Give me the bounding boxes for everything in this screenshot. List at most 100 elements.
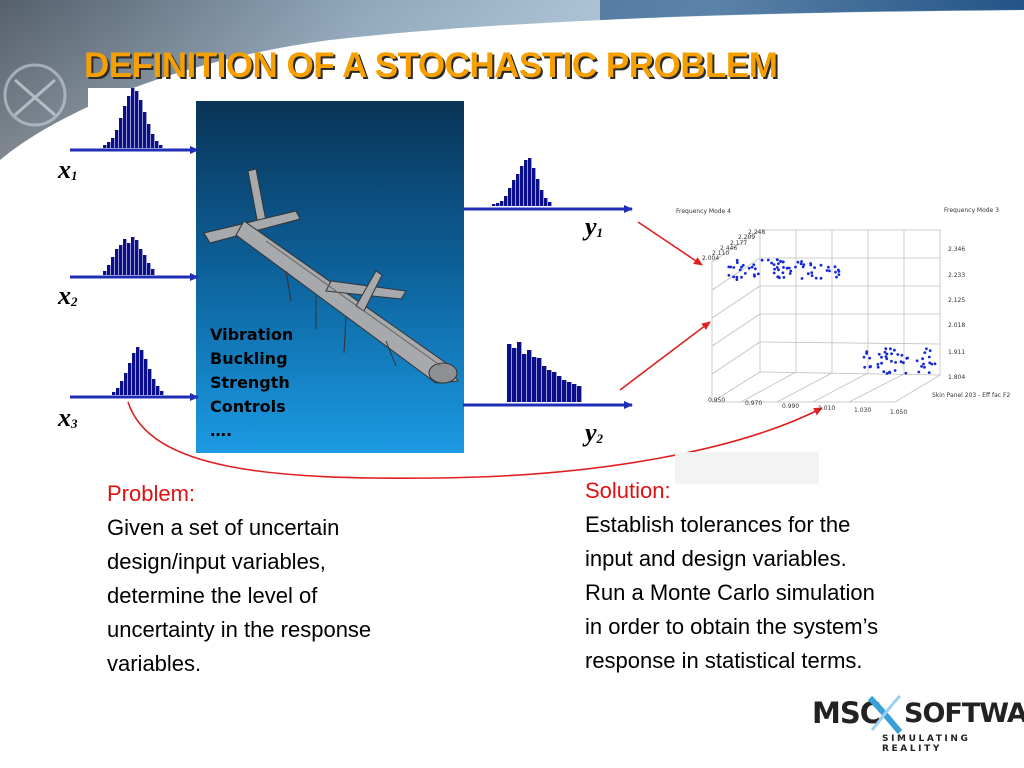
model-labels: Vibration Buckling Strength Controls …. [210,323,293,443]
scatter-point [890,359,893,363]
histogram-bar [160,391,164,395]
histogram-bar [140,350,144,395]
histogram-bar [156,386,160,395]
scatter-point [900,353,904,357]
scatter-point [930,362,934,366]
scatter-point [904,371,908,375]
histogram-bar [139,249,143,275]
scatter-point [735,261,739,264]
right-tick: 2.346 [948,246,966,253]
scatter-point [922,362,925,366]
scatter-point [789,269,793,273]
scatter-point [893,369,897,372]
aircraft-model-panel [196,101,464,453]
histogram-bar [115,249,119,275]
scatter-point [915,359,919,363]
histogram-bar [500,201,504,206]
scatter-right-label: Frequency Mode 3 [944,207,999,214]
scatter-point [727,265,731,269]
scatter-point [876,362,880,366]
histogram-y2 [507,342,582,402]
scatter-point [923,351,927,354]
scatter-point [917,370,921,374]
label-ellipsis: …. [210,421,233,440]
scatter-point [800,260,803,263]
histogram-bar [116,388,120,395]
scatter-plot-3d [711,229,941,403]
scatter-point [888,370,891,374]
scatter-point [828,269,831,273]
problem-line: determine the level of [107,583,318,608]
symbol: y [585,212,597,241]
right-tick: 1.911 [948,349,966,356]
scatter-point [865,350,869,354]
input-label-x2: x2 [58,281,78,311]
histogram-bar [492,204,496,206]
symbol: x [58,281,71,310]
histogram-bar [115,130,119,148]
scatter-point [753,267,757,271]
scatter-point [880,361,883,365]
scatter-point [885,372,889,375]
histogram-bar [107,142,111,148]
scatter-point [800,277,804,280]
scatter-point [882,370,886,373]
histogram-bar [552,372,557,402]
symbol: y [585,418,597,447]
left-tick: 2.110 [712,250,730,257]
input-arrows [70,146,199,401]
histogram-bar [143,255,147,275]
scatter-point [740,265,743,269]
scatter-point [893,348,896,352]
histogram-bar [512,348,517,402]
histogram-bar [517,342,522,402]
scatter-point [796,260,800,264]
problem-line: Given a set of uncertain [107,515,340,540]
scatter-point [787,266,791,270]
scatter-point [781,271,785,275]
histogram-bar [111,257,115,275]
histogram-bar [544,198,548,206]
solution-heading: Solution: [585,478,671,503]
histogram-bar [103,271,107,275]
scatter-point [775,266,779,269]
problem-heading: Problem: [107,481,196,506]
histogram-bar [516,174,520,206]
solution-line: in order to obtain the system’s [585,614,879,639]
histogram-bar [572,384,577,402]
scatter-point [933,362,937,366]
scatter-point [785,266,789,270]
histogram-bar [131,88,135,148]
msc-software-logo: MSC SOFTWARE SIMULATING REALITY [808,694,1024,754]
left-tick: 2.177 [730,240,748,247]
histogram-bar [496,203,500,206]
histogram-bar [524,160,528,206]
histogram-bar [528,158,532,206]
scatter-point [813,266,816,269]
scatter-point [772,271,776,275]
histogram-bar [143,112,147,148]
scatter-point [782,266,785,269]
aircraft-model-icon [203,168,459,384]
histogram-bar [536,179,540,206]
scatter-point [920,365,923,368]
right-tick: 2.125 [948,297,966,304]
histogram-y1 [492,158,552,206]
histogram-bar [542,366,547,402]
left-tick: 2.209 [738,234,756,241]
scatter-point [766,258,770,262]
solution-line: Establish tolerances for the [585,512,851,537]
scatter-point [770,261,773,265]
blank-patch [675,452,819,484]
subscript: 1 [596,225,604,240]
histogram-bar [520,166,524,206]
scatter-point [806,272,810,276]
solution-line: Run a Monte Carlo simulation [585,580,875,605]
histogram-bar [120,381,124,395]
right-tick: 2.018 [948,322,966,329]
bottom-tick: 1.050 [890,409,908,416]
histogram-bar [123,239,127,275]
histogram-x2 [103,237,155,275]
scatter-point [868,365,872,368]
